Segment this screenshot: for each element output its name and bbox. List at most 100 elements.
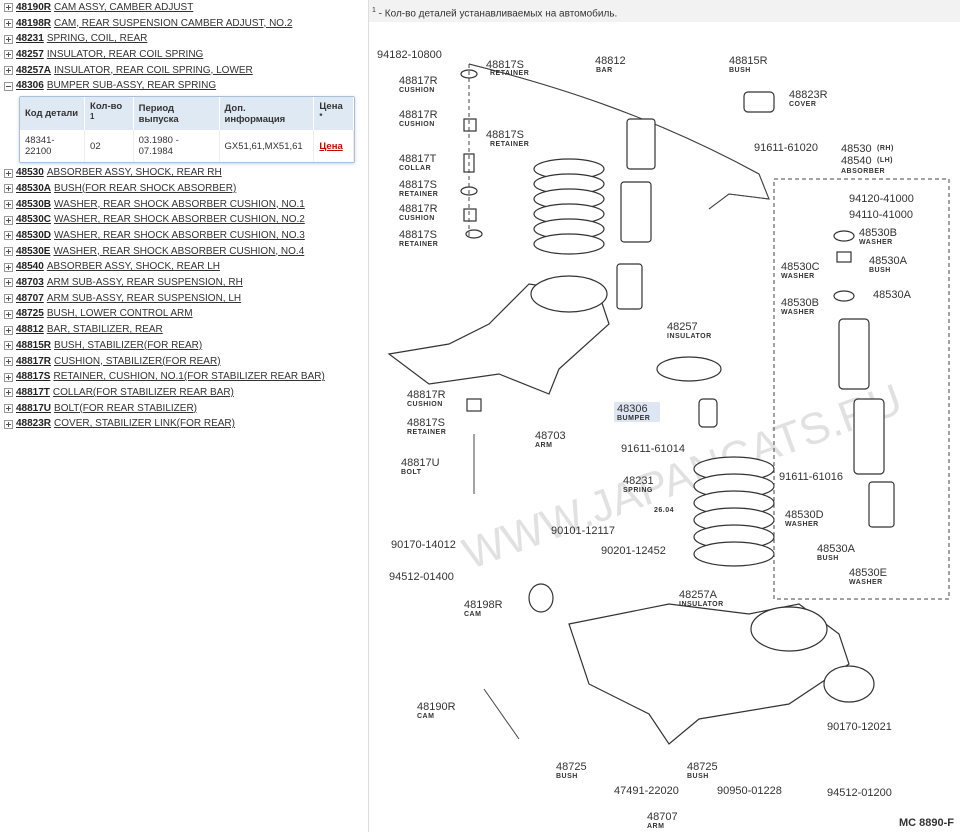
part-name-link[interactable]: WASHER, REAR SHOCK ABSORBER CUSHION, NO.… [53,245,305,257]
expand-icon[interactable] [4,341,13,351]
price-link[interactable]: Цена [313,130,354,163]
part-code-link[interactable]: 48815R [16,339,52,351]
expand-icon[interactable] [4,278,13,288]
part-name-link[interactable]: CUSHION, STABILIZER(FOR REAR) [54,355,221,367]
expand-icon[interactable] [4,19,13,29]
part-code-link[interactable]: 48306 [16,80,44,92]
expand-icon[interactable] [4,200,13,209]
part-code-link[interactable]: 48530D [16,230,52,242]
part-name-link[interactable]: ABSORBER ASSY, SHOCK, REAR RH [46,167,222,179]
part-name-link[interactable]: COVER, STABILIZER LINK(FOR REAR) [54,418,235,430]
expand-icon[interactable] [4,388,13,398]
part-name-link[interactable]: BUMPER SUB-ASSY, REAR SPRING [46,80,217,92]
part-code-link[interactable]: 48707 [16,292,44,304]
part-code-link[interactable]: 48817T [16,386,50,398]
part-name-link[interactable]: ARM SUB-ASSY, REAR SUSPENSION, LH [46,292,242,304]
part-code-link[interactable]: 48530E [16,245,51,257]
part-name-link[interactable]: BUSH(FOR REAR SHOCK ABSORBER) [54,182,237,194]
part-code-link[interactable]: 48703 [16,277,44,289]
label-90170-12021: 90170-12021 [827,721,892,733]
expand-icon[interactable] [4,309,13,319]
expand-icon[interactable] [4,356,13,366]
part-code-link[interactable]: 48231 [16,33,44,45]
expand-icon[interactable] [4,34,13,44]
sub-48530b-b: WASHER [781,309,815,316]
part-name-link[interactable]: INSULATOR, REAR COIL SPRING, LOWER [54,64,253,76]
expand-icon[interactable] [4,403,13,413]
sub-48707: ARM [647,823,664,830]
bumper-highlight[interactable] [614,402,660,422]
part-code-link[interactable]: 48817S [16,371,51,383]
part-name-link[interactable]: BUSH, STABILIZER(FOR REAR) [54,339,203,351]
part-code-link[interactable]: 48198R [16,17,52,29]
part-name-link[interactable]: COLLAR(FOR STABILIZER REAR BAR) [52,386,234,398]
expand-icon[interactable] [4,294,13,304]
part-code-link[interactable]: 48530 [16,167,44,179]
expand-icon[interactable] [4,168,13,178]
expand-icon[interactable] [4,325,13,335]
expand-icon[interactable] [4,66,13,76]
part-name-link[interactable]: ABSORBER ASSY, SHOCK, REAR LH [46,261,221,273]
part-code-link[interactable]: 48823R [16,418,52,430]
part-name-link[interactable]: INSULATOR, REAR COIL SPRING [46,49,204,61]
part-name-link[interactable]: SPRING, COIL, REAR [46,33,148,45]
label-48306[interactable]: 48306 [617,403,648,415]
expand-icon[interactable] [4,184,13,194]
part-name-link[interactable]: RETAINER, CUSHION, NO.1(FOR STABILIZER R… [53,371,325,383]
part-code-link[interactable]: 48190R [16,2,52,13]
collapse-icon[interactable] [4,81,13,91]
expand-icon[interactable] [4,262,13,272]
expand-icon[interactable] [4,419,13,429]
label-48817s-d: 48817S [399,229,437,241]
part-code-link[interactable]: 48530C [16,214,52,226]
part-code-link[interactable]: 48257 [16,49,44,61]
part-name-link[interactable]: CAM ASSY, CAMBER ADJUST [54,2,194,13]
part-code-link[interactable]: 48725 [16,308,44,320]
expand-icon[interactable] [4,3,13,13]
part-code-link[interactable]: 48812 [16,324,44,336]
part-code-link[interactable]: 48817R [16,355,52,367]
part-code-link[interactable]: 48530B [16,198,52,210]
part-name-link[interactable]: BUSH, LOWER CONTROL ARM [46,308,193,320]
part-name-link[interactable]: WASHER, REAR SHOCK ABSORBER CUSHION, NO.… [54,198,305,210]
part-code-link[interactable]: 48817U [16,402,52,414]
expand-icon[interactable] [4,231,13,241]
part-name-link[interactable]: ARM SUB-ASSY, REAR SUSPENSION, RH [46,277,243,289]
part-name-link[interactable]: CAM, REAR SUSPENSION CAMBER ADJUST, NO.2 [54,17,293,29]
part-name-link[interactable]: BAR, STABILIZER, REAR [46,324,163,336]
part-name-link[interactable]: BOLT(FOR REAR STABILIZER) [54,402,198,414]
rear-suspension-diagram[interactable]: WWW.JAPANCATS.RU [369,24,960,832]
expand-icon[interactable] [4,50,13,60]
part-code-link[interactable]: 48530A [16,182,52,194]
part-name-link[interactable]: WASHER, REAR SHOCK ABSORBER CUSHION, NO.… [54,214,305,226]
expand-icon[interactable] [4,372,13,382]
expand-icon[interactable] [4,215,13,225]
expand-icon[interactable] [4,247,13,257]
part-code-link[interactable]: 48540 [16,261,44,273]
part-code-link[interactable]: 48257A [16,64,52,76]
part-name-link[interactable]: WASHER, REAR SHOCK ABSORBER CUSHION, NO.… [54,230,305,242]
